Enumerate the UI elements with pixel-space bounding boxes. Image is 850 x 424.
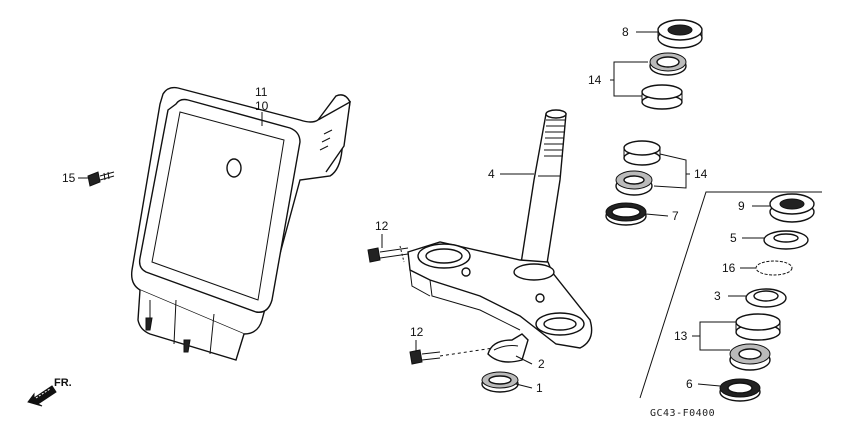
- callout-2: 2: [538, 357, 545, 371]
- callout-14-mid: 14: [694, 167, 708, 181]
- callout-9: 9: [738, 199, 745, 213]
- callout-16: 16: [722, 261, 736, 275]
- bottom-bridge: [407, 241, 593, 349]
- set-divider: [639, 191, 822, 399]
- washer-5: [763, 230, 809, 250]
- dust-seal-1: [481, 371, 519, 393]
- bearing-race-13: [729, 343, 771, 371]
- callout-12-lower: 12: [410, 325, 424, 339]
- lock-nut-9: [769, 193, 815, 223]
- steel-balls-16: [755, 260, 793, 276]
- leader-lines: [78, 31, 770, 389]
- bolt-15: [87, 171, 115, 187]
- callout-11: 11: [255, 85, 268, 99]
- callout-10: 10: [255, 99, 269, 113]
- callout-13: 13: [674, 329, 688, 343]
- callout-5: 5: [730, 231, 737, 245]
- bearing-cup-13: [735, 313, 781, 341]
- callout-15: 15: [62, 171, 76, 185]
- callout-7: 7: [672, 209, 679, 223]
- bearing-race-14-mid: [615, 170, 653, 196]
- callout-14-top: 14: [588, 73, 602, 87]
- seal-6: [719, 378, 761, 402]
- front-label: FR.: [54, 377, 72, 389]
- callout-3: 3: [714, 289, 721, 303]
- bearing-cup-14-top: [641, 84, 683, 110]
- callout-1: 1: [536, 381, 543, 395]
- diagram-code: GC43-F0400: [650, 408, 715, 419]
- clamp-2: [487, 333, 529, 363]
- number-plate: [130, 86, 351, 361]
- callout-4: 4: [488, 167, 495, 181]
- lock-nut-8: [657, 19, 703, 49]
- race-3: [745, 288, 787, 308]
- steering-stem: [519, 109, 567, 271]
- bolt-12-upper: [367, 245, 409, 263]
- callout-8: 8: [622, 25, 629, 39]
- seal-7: [605, 202, 647, 226]
- callout-6: 6: [686, 377, 693, 391]
- front-arrow-icon: [27, 385, 57, 407]
- callout-12-upper: 12: [375, 219, 389, 233]
- bearing-race-14-top: [649, 52, 687, 76]
- bearing-cup-14-mid: [623, 140, 661, 166]
